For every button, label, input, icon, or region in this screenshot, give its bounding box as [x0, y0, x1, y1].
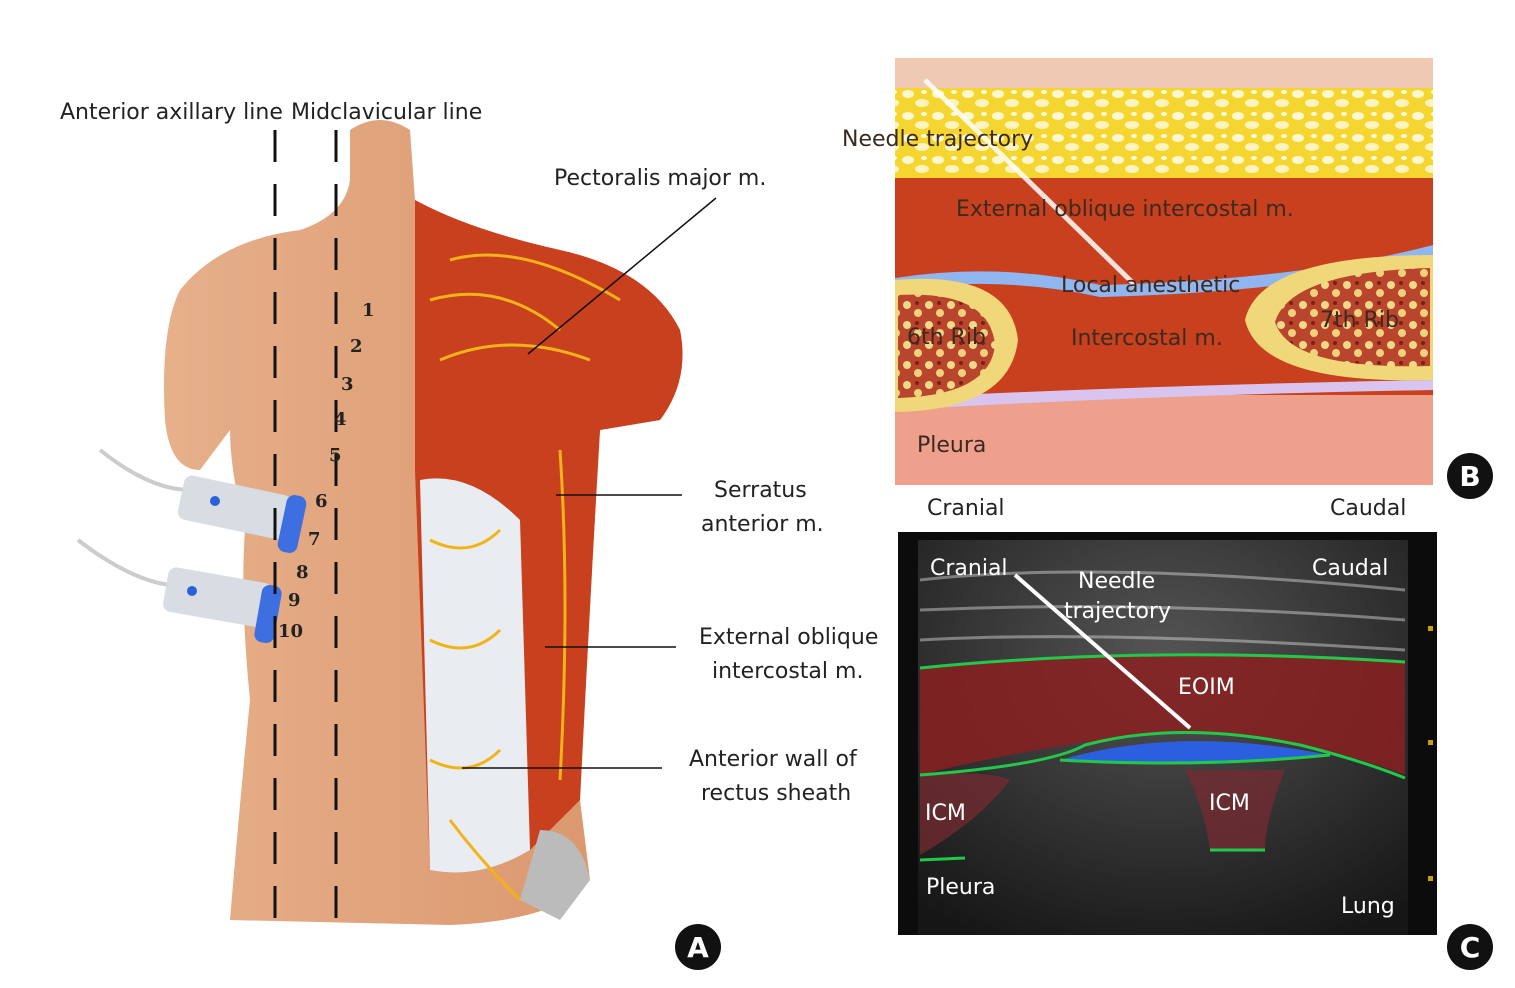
outlines — [919, 653, 1406, 862]
rib-number: 10 — [278, 621, 303, 642]
fat-layer — [895, 88, 1433, 180]
local-anesthetic-label: Local anesthetic — [1061, 273, 1240, 298]
badge-b — [1447, 453, 1493, 499]
rib-number: 4 — [334, 409, 347, 430]
serratus-label: Serratus — [714, 478, 807, 503]
ultrasound-probe-upper — [98, 448, 307, 553]
anterior-axillary-line-label: Anterior axillary line — [60, 100, 283, 125]
torso-illustration — [164, 120, 683, 925]
rib-number: 3 — [341, 374, 354, 395]
rectus-sheath-label: Anterior wall of — [689, 747, 858, 772]
pleura-layer — [895, 395, 1433, 485]
badge-a — [675, 924, 721, 970]
rib-7-label: 7th Rib — [1320, 308, 1399, 333]
local-anesthetic — [895, 245, 1433, 297]
pectoralis-label: Pectoralis major m. — [554, 166, 766, 191]
badge-b-label: B — [1459, 460, 1480, 493]
intercostal-label: Intercostal m. — [1071, 326, 1223, 351]
panel-c: Cranial Caudal Needle trajectory EOIM IC… — [898, 532, 1493, 970]
rib-number: 1 — [362, 300, 375, 321]
caudal-label: Caudal — [1330, 496, 1406, 521]
rib-number: 6 — [315, 491, 328, 512]
lung-label: Lung — [1341, 894, 1395, 919]
serratus-label: anterior m. — [701, 512, 824, 537]
badge-c — [1447, 924, 1493, 970]
badge-a-label: A — [687, 931, 709, 964]
pleura-label: Pleura — [926, 875, 995, 900]
rib-numbers: 1 2 3 4 5 6 7 8 9 10 — [278, 300, 375, 642]
anesthetic-region — [1060, 741, 1330, 764]
needle — [923, 78, 1137, 287]
rib-number: 5 — [329, 445, 342, 466]
cranial-label: Cranial — [930, 556, 1008, 581]
rib-number: 9 — [288, 590, 301, 611]
pleura-label: Pleura — [917, 433, 986, 458]
caudal-label: Caudal — [1312, 556, 1388, 581]
eoim-label: EOIM — [1178, 675, 1235, 700]
leader-lines — [462, 197, 717, 769]
icm-right-label: ICM — [1209, 791, 1250, 816]
eoim-region — [920, 654, 1405, 775]
rib-6-label: 6th Rib — [907, 325, 986, 350]
midclavicular-line-label: Midclavicular line — [291, 100, 482, 125]
external-oblique-label: intercostal m. — [712, 659, 863, 684]
rib-number: 2 — [350, 336, 363, 357]
needle-trajectory-label: Needle trajectory — [842, 127, 1033, 152]
external-oblique-label: External oblique — [699, 625, 878, 650]
badge-c-label: C — [1460, 931, 1481, 964]
rib-number: 7 — [308, 529, 321, 550]
cranial-label: Cranial — [927, 496, 1005, 521]
panel-a: Anterior axillary line Midclavicular lin… — [60, 100, 878, 970]
icm-region — [1185, 770, 1285, 850]
depth-markers — [1428, 626, 1433, 881]
skin-layer — [895, 58, 1433, 90]
needle — [1013, 573, 1192, 730]
rectus-sheath-label: rectus sheath — [701, 781, 851, 806]
eoim-label: External oblique intercostal m. — [956, 197, 1294, 222]
icm-left-label: ICM — [925, 801, 966, 826]
needle-trajectory-label: trajectory — [1064, 599, 1171, 624]
panel-b: Needle trajectory External oblique inter… — [842, 58, 1493, 521]
ultrasound-probe-lower — [76, 538, 282, 644]
rib-number: 8 — [296, 562, 309, 583]
needle-trajectory-label: Needle — [1078, 569, 1155, 594]
